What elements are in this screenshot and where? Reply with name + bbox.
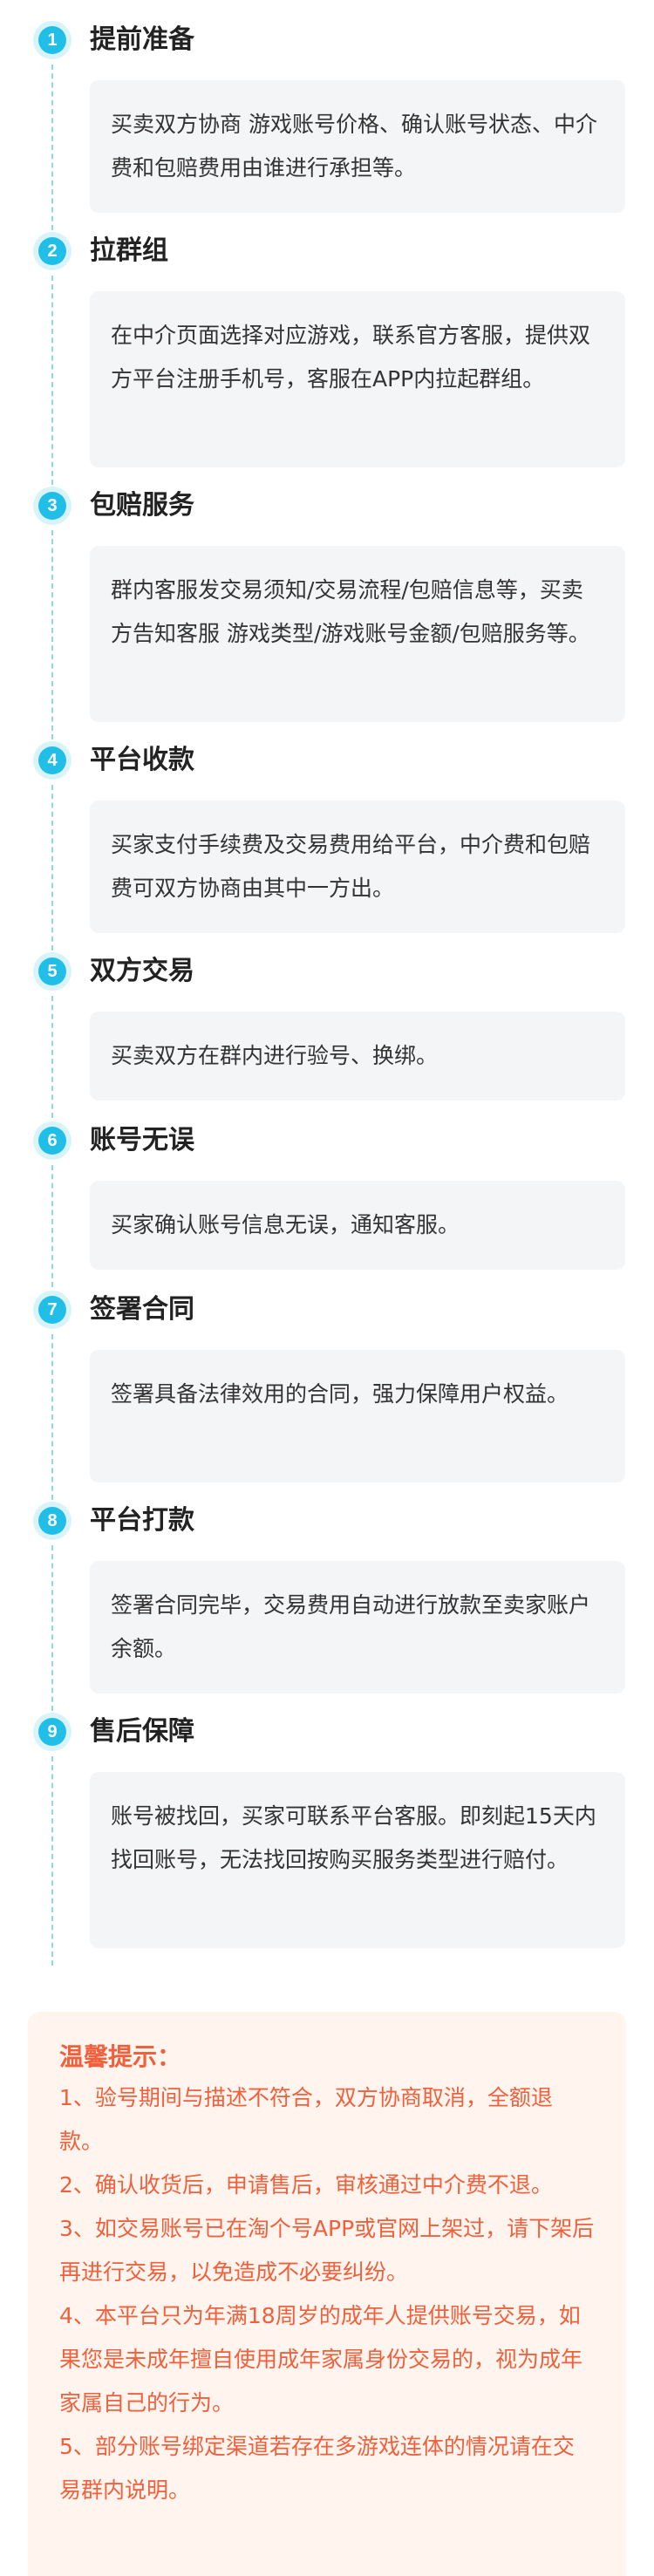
step-number-badge: 2 (33, 232, 72, 270)
tip-item: 5、部分账号绑定渠道若存在多游戏连体的情况请在交易群内说明。 (59, 2434, 575, 2503)
step-connector (51, 276, 53, 485)
step-description: 账号被找回，买家可联系平台客服。即刻起15天内找回账号，无法找回按购买服务类型进… (90, 1772, 625, 1948)
tip-item: 2、确认收货后，申请售后，审核通过中介费不退。 (59, 2172, 553, 2198)
step-number: 7 (38, 1296, 66, 1324)
step-number: 4 (38, 746, 66, 774)
warm-tips-panel: 温馨提示： 1、验号期间与描述不符合，双方协商取消，全额退款。 2、确认收货后，… (28, 2012, 626, 2576)
step-description: 签署合同完毕，交易费用自动进行放款至卖家账户余额。 (90, 1561, 625, 1693)
step-description: 买家支付手续费及交易费用给平台，中介费和包赔费可双方协商由其中一方出。 (90, 801, 625, 933)
step-number-badge: 7 (33, 1291, 72, 1329)
step-number: 6 (38, 1127, 66, 1155)
step-number-badge: 5 (33, 952, 72, 991)
step-description: 买卖双方在群内进行验号、换绑。 (90, 1012, 625, 1101)
step-number-badge: 4 (33, 741, 72, 780)
step-number-badge: 3 (33, 487, 72, 525)
step-description: 在中介页面选择对应游戏，联系官方客服，提供双方平台注册手机号，客服在APP内拉起… (90, 291, 625, 467)
step-title: 提前准备 (90, 24, 194, 55)
step-number-badge: 6 (33, 1121, 72, 1160)
step-title: 拉群组 (90, 235, 168, 266)
step-connector (51, 1165, 53, 1287)
step-connector (51, 65, 53, 230)
step-title: 账号无误 (90, 1125, 194, 1155)
step-connector (51, 530, 53, 739)
step-title: 平台打款 (90, 1505, 194, 1536)
step-connector (51, 785, 53, 951)
step-description: 签署具备法律效用的合同，强力保障用户权益。 (90, 1350, 625, 1482)
step-number: 1 (38, 26, 66, 54)
step-title: 包赔服务 (90, 490, 194, 521)
step-number: 9 (38, 1718, 66, 1746)
tip-item: 1、验号期间与描述不符合，双方协商取消，全额退款。 (59, 2085, 553, 2154)
step-connector (51, 1545, 53, 1711)
step-connector (51, 1756, 53, 1966)
step-number: 8 (38, 1507, 66, 1535)
step-title: 售后保障 (90, 1716, 194, 1747)
step-description: 买家确认账号信息无误，通知客服。 (90, 1181, 625, 1270)
step-number: 2 (38, 237, 66, 265)
tip-item: 3、如交易账号已在淘个号APP或官网上架过，请下架后再进行交易，以免造成不必要纠… (59, 2216, 595, 2285)
step-description: 买卖双方协商 游戏账号价格、确认账号状态、中介费和包赔费用由谁进行承担等。 (90, 80, 625, 213)
step-number: 5 (38, 957, 66, 985)
step-number-badge: 8 (33, 1502, 72, 1540)
step-number-badge: 1 (33, 21, 72, 59)
step-description: 群内客服发交易须知/交易流程/包赔信息等，买卖方告知客服 游戏类型/游戏账号金额… (90, 546, 625, 722)
tips-title: 温馨提示： (59, 2042, 182, 2071)
tip-item: 4、本平台只为年满18周岁的成年人提供账号交易，如果您是未成年擅自使用成年家属身… (59, 2303, 583, 2416)
step-title: 平台收款 (90, 745, 194, 775)
step-title: 签署合同 (90, 1294, 194, 1325)
step-number-badge: 9 (33, 1713, 72, 1751)
step-connector (51, 1334, 53, 1500)
step-connector (51, 996, 53, 1118)
step-title: 双方交易 (90, 956, 194, 986)
step-number: 3 (38, 492, 66, 520)
